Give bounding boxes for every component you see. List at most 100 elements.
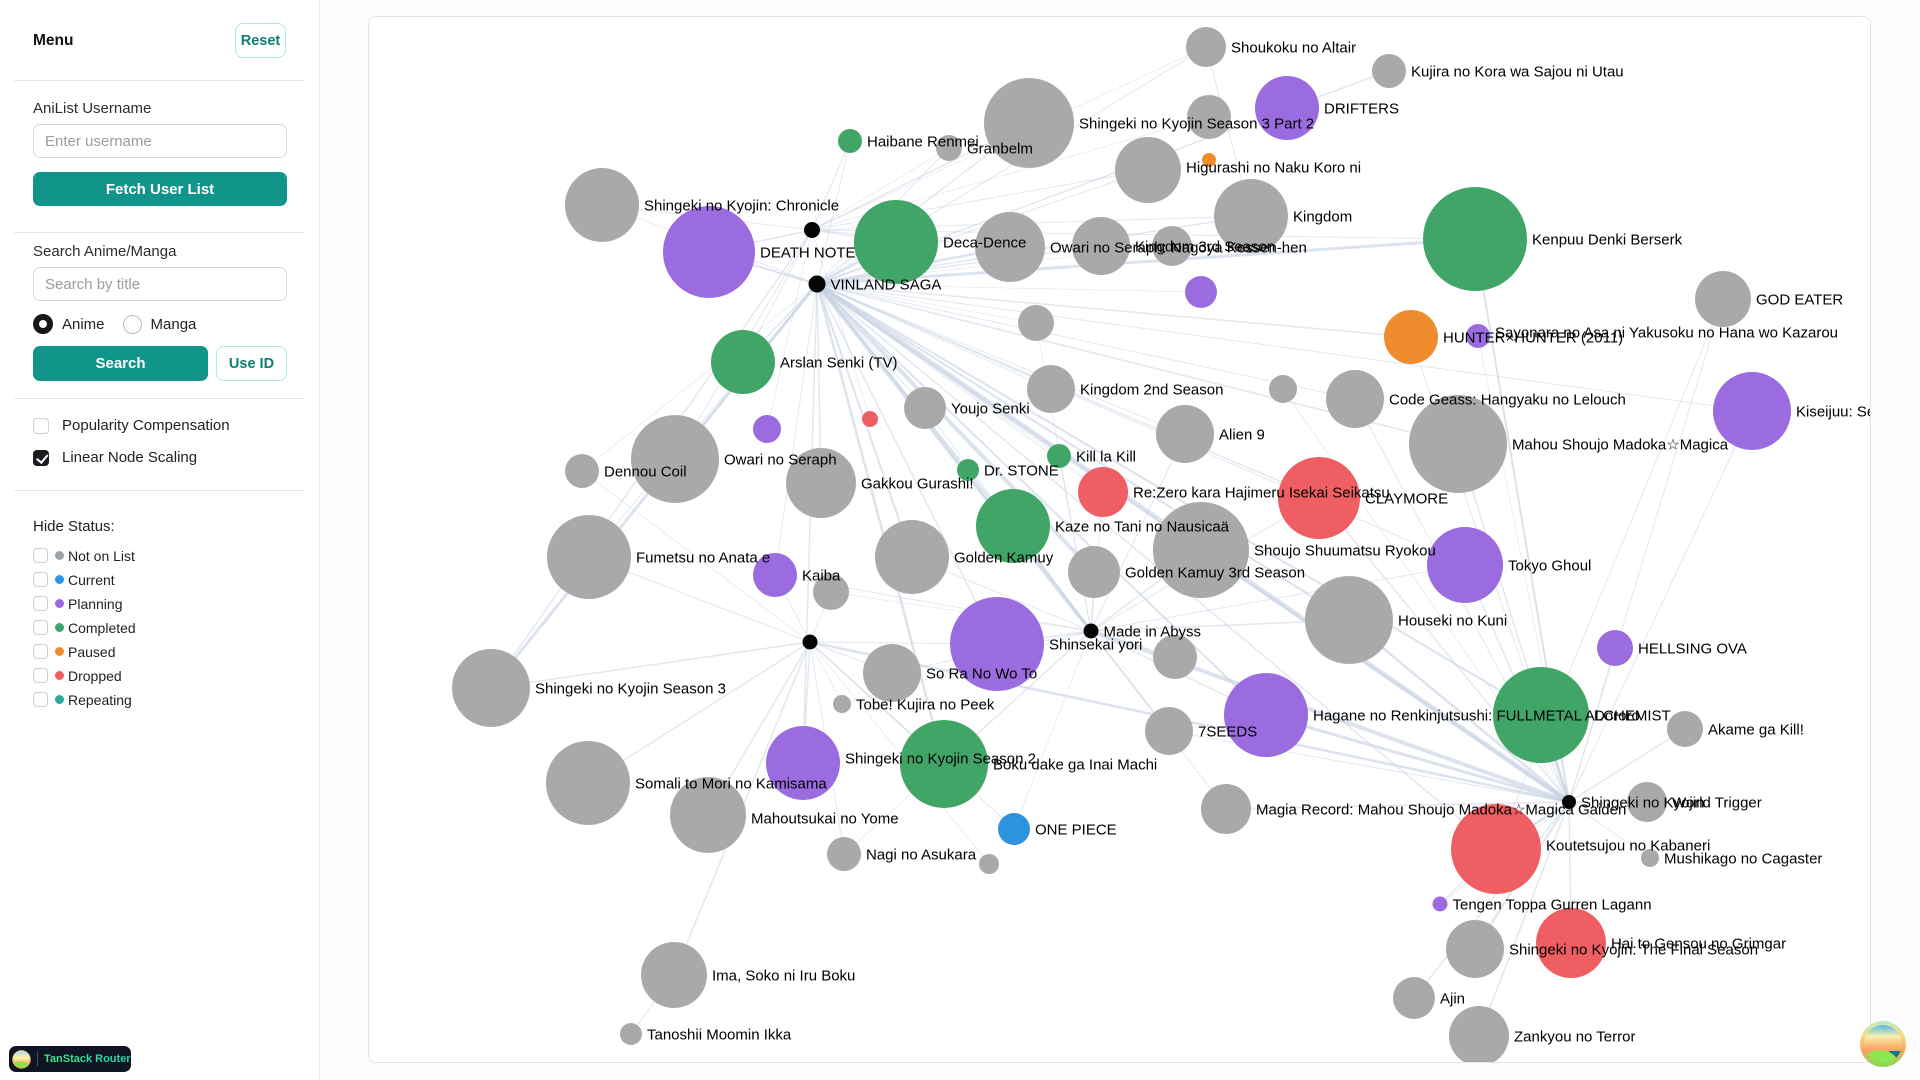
graph-node-golden-kamuy-3rd-season[interactable]: [1068, 546, 1120, 598]
graph-node-hellsing-ova[interactable]: [1597, 630, 1633, 666]
graph-node-houseki-no-kuni[interactable]: [1305, 576, 1393, 664]
graph-node[interactable]: [1202, 153, 1216, 167]
graph-node[interactable]: [1153, 635, 1197, 679]
graph-node-koutetsujou-no-kabaneri[interactable]: [1451, 804, 1541, 894]
fetch-user-list-button[interactable]: Fetch User List: [33, 172, 287, 206]
graph-node[interactable]: [802, 634, 818, 650]
graph-node-hai-to-gensou-no-grimgar[interactable]: [1536, 908, 1606, 978]
graph-node-7seeds[interactable]: [1145, 707, 1193, 755]
graph-node-shinsekai-yori[interactable]: [950, 597, 1044, 691]
graph-node[interactable]: [804, 222, 820, 238]
graph-node-arslan-senki-tv[interactable]: [711, 330, 775, 394]
graph-node-somali-to-mori-no-kamisama[interactable]: [546, 741, 630, 825]
graph-node-mahoutsukai-no-yome[interactable]: [670, 777, 746, 853]
graph-node-higurashi-no-naku-koro-ni[interactable]: [1115, 137, 1181, 203]
graph-node-hunter-hunter-2011[interactable]: [1384, 310, 1438, 364]
graph-node-one-piece[interactable]: [998, 813, 1030, 845]
graph-node-shingeki-no-kyojin[interactable]: [1562, 795, 1576, 809]
graph-node-tengen-toppa-gurren-lagann[interactable]: [1432, 896, 1448, 912]
graph-node-kaze-no-tani-no-nausica[interactable]: [976, 489, 1050, 563]
graph-node-youjo-senki[interactable]: [904, 387, 946, 429]
graph-node-shingeki-no-kyojin-season-3[interactable]: [452, 649, 530, 727]
hide-status-checkbox[interactable]: [33, 572, 48, 588]
graph-node-shingeki-no-kyojin-the-final-season[interactable]: [1446, 920, 1504, 978]
popularity-compensation-checkbox[interactable]: [33, 417, 49, 434]
hide-status-checkbox[interactable]: [33, 548, 48, 564]
graph-node-re-zero-kara-hajimeru-isekai-seikatsu[interactable]: [1078, 467, 1128, 517]
graph-node-vinland-saga[interactable]: [808, 275, 826, 293]
graph-node-owari-no-seraph[interactable]: [631, 415, 719, 503]
graph-node-akame-ga-kill[interactable]: [1667, 711, 1703, 747]
hide-status-checkbox[interactable]: [33, 596, 48, 612]
hide-status-checkbox[interactable]: [33, 620, 48, 636]
graph-node-fumetsu-no-anata-e[interactable]: [547, 515, 631, 599]
graph-node-made-in-abyss[interactable]: [1083, 623, 1099, 639]
graph-node-golden-kamuy[interactable]: [875, 520, 949, 594]
use-id-button[interactable]: Use ID: [216, 346, 287, 381]
graph-node-hagane-no-renkinjutsushi-fullmetal-alchemist[interactable]: [1224, 673, 1308, 757]
graph-node-magia-record-mahou-shoujo-madoka-magica-gaiden[interactable]: [1201, 784, 1251, 834]
hide-status-checkbox[interactable]: [33, 692, 48, 708]
graph-node-code-geass-hangyaku-no-lelouch[interactable]: [1326, 370, 1384, 428]
graph-node-mushikago-no-cagaster[interactable]: [1641, 849, 1659, 867]
graph-node-haibane-renmei[interactable]: [838, 129, 862, 153]
reset-button[interactable]: Reset: [235, 23, 286, 58]
graph-node-kill-la-kill[interactable]: [1047, 444, 1071, 468]
graph-node[interactable]: [1185, 276, 1217, 308]
graph-node[interactable]: [1269, 375, 1297, 403]
anime-radio[interactable]: [33, 314, 53, 334]
graph-node-kaiba[interactable]: [753, 553, 797, 597]
tanstack-router-badge[interactable]: TanStack Router: [9, 1046, 131, 1072]
graph-node-deca-dence[interactable]: [854, 200, 938, 284]
graph-node[interactable]: [862, 411, 878, 427]
graph-node-kenpuu-denki-berserk[interactable]: [1423, 187, 1527, 291]
graph-node-kingdom[interactable]: [1214, 179, 1288, 253]
graph-node-granbelm[interactable]: [936, 135, 962, 161]
graph-node[interactable]: [1187, 95, 1231, 139]
graph-node-gakkou-gurashi[interactable]: [786, 448, 856, 518]
graph-node-shingeki-no-kyojin-season-3-part-2[interactable]: [984, 78, 1074, 168]
graph-node-mahou-shoujo-madoka-magica[interactable]: [1409, 395, 1507, 493]
graph-node[interactable]: [979, 854, 999, 874]
graph-node-drifters[interactable]: [1255, 76, 1319, 140]
graph-node-sayonara-no-asa-ni-yakusoku-no-hana-wo-kazarou[interactable]: [1466, 324, 1490, 348]
graph-node[interactable]: [753, 415, 781, 443]
graph-node-tanoshii-moomin-ikka[interactable]: [620, 1023, 642, 1045]
graph-node-dennou-coil[interactable]: [565, 454, 599, 488]
graph-node-world-trigger[interactable]: [1627, 782, 1667, 822]
graph-node[interactable]: [1152, 226, 1192, 266]
graph-node-ima-soko-ni-iru-boku[interactable]: [641, 942, 707, 1008]
graph-node[interactable]: [1018, 305, 1054, 341]
graph-node-so-ra-no-wo-to[interactable]: [863, 644, 921, 702]
tanstack-devtools-button[interactable]: [1859, 1020, 1907, 1068]
graph-node-shoujo-shuumatsu-ryokou[interactable]: [1153, 502, 1249, 598]
graph-node-tobe-kujira-no-peek[interactable]: [833, 695, 851, 713]
graph-node-dr-stone[interactable]: [957, 459, 979, 481]
graph-node-tokyo-ghoul[interactable]: [1427, 527, 1503, 603]
graph-node-zankyou-no-terror[interactable]: [1449, 1006, 1509, 1063]
graph-node[interactable]: [813, 574, 849, 610]
graph-node-ajin[interactable]: [1393, 977, 1435, 1019]
graph-node-owari-no-seraph-nagoya-kessen-hen[interactable]: [975, 212, 1045, 282]
graph-node-death-note[interactable]: [663, 206, 755, 298]
graph-node-kingdom-3rd-season[interactable]: [1072, 217, 1130, 275]
graph-node-nagi-no-asukara[interactable]: [827, 837, 861, 871]
linear-node-scaling-checkbox[interactable]: [33, 449, 49, 466]
graph-node-boku-dake-ga-inai-machi[interactable]: [900, 720, 988, 808]
hide-status-checkbox[interactable]: [33, 668, 48, 684]
graph-node-alien-9[interactable]: [1156, 405, 1214, 463]
hide-status-checkbox[interactable]: [33, 644, 48, 660]
graph-node-kiseijuu-sei[interactable]: [1713, 372, 1791, 450]
graph-node-dororo[interactable]: [1493, 667, 1589, 763]
search-button[interactable]: Search: [33, 346, 208, 381]
graph-node-god-eater[interactable]: [1695, 271, 1751, 327]
graph-node-kujira-no-kora-wa-sajou-ni-utau[interactable]: [1372, 54, 1406, 88]
graph-node-kingdom-2nd-season[interactable]: [1027, 365, 1075, 413]
graph-node-shingeki-no-kyojin-chronicle[interactable]: [565, 168, 639, 242]
graph-node-shoukoku-no-altair[interactable]: [1186, 27, 1226, 67]
graph-node-claymore[interactable]: [1278, 457, 1360, 539]
manga-radio[interactable]: [122, 314, 142, 334]
graph-node-shingeki-no-kyojin-season-2[interactable]: [766, 726, 840, 800]
username-input[interactable]: [33, 124, 287, 158]
